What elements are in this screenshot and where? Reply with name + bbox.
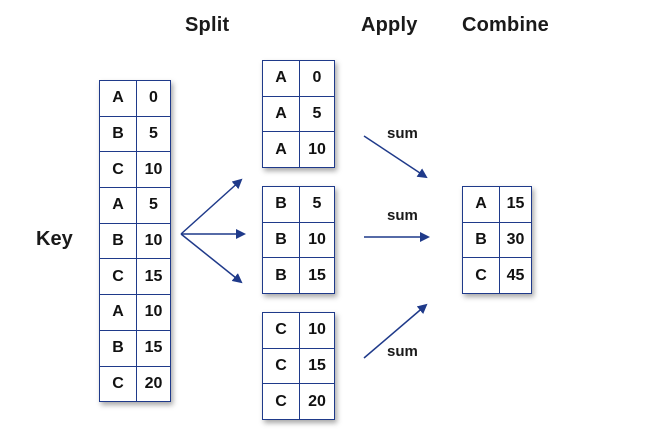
combine-heading: Combine: [462, 14, 549, 36]
value-cell: 20: [144, 374, 163, 392]
split-heading: Split: [185, 14, 230, 36]
key-cell: B: [263, 222, 300, 258]
value-cell: 5: [312, 195, 322, 213]
value-cell: 0: [149, 89, 158, 107]
key-cell: C: [263, 313, 300, 348]
value-cell: 10: [308, 140, 326, 158]
value-cell: 30: [506, 231, 525, 249]
table-row: C 15: [100, 258, 170, 295]
value-cell: 5: [312, 105, 322, 123]
value-cell: 10: [144, 160, 163, 178]
value-cell: 45: [506, 266, 525, 284]
sum-label-a: sum: [387, 125, 418, 142]
sum-label-b: sum: [387, 207, 418, 224]
table-row: A 15: [463, 187, 531, 222]
group-c-table: C 10 C 15 C 20: [262, 312, 335, 421]
split-arrow-c: [180, 233, 243, 284]
value-cell: 0: [312, 69, 322, 87]
value-cell: 10: [308, 231, 326, 249]
value-cell: 10: [144, 232, 163, 250]
value-cell: 5: [149, 125, 158, 143]
table-row: C 15: [263, 347, 334, 384]
apply-heading: Apply: [361, 14, 418, 36]
table-row: B 30: [463, 221, 531, 258]
result-table: A 15 B 30 C 45: [462, 186, 532, 295]
table-row: A 10: [263, 131, 334, 168]
table-row: C 45: [463, 257, 531, 294]
key-cell: B: [100, 223, 137, 259]
key-cell: B: [263, 187, 300, 222]
key-cell: B: [463, 222, 500, 258]
key-cell: C: [100, 259, 137, 295]
value-cell: 10: [308, 321, 326, 339]
table-row: C 10: [263, 313, 334, 348]
table-row: A 10: [100, 294, 170, 330]
value-cell: 15: [144, 267, 163, 285]
table-row: C 10: [100, 151, 170, 188]
key-cell: C: [263, 384, 300, 420]
table-row: B 15: [100, 329, 170, 366]
key-cell: B: [100, 330, 137, 366]
value-cell: 15: [308, 266, 326, 284]
table-row: B 15: [263, 257, 334, 294]
value-cell: 15: [144, 339, 163, 357]
key-cell: C: [463, 258, 500, 294]
key-cell: A: [263, 132, 300, 168]
key-cell: A: [100, 295, 137, 330]
key-cell: C: [100, 152, 137, 188]
key-cell: A: [100, 81, 137, 116]
value-cell: 15: [308, 357, 326, 375]
table-row: B 10: [100, 222, 170, 259]
key-cell: A: [100, 188, 137, 223]
table-row: C 20: [263, 383, 334, 420]
key-cell: B: [263, 258, 300, 294]
key-cell: C: [100, 366, 137, 402]
value-cell: 15: [506, 195, 525, 213]
split-arrow-a: [180, 178, 243, 235]
key-cell: A: [463, 187, 500, 222]
value-cell: 20: [308, 392, 326, 410]
apply-arrow-a: [363, 135, 428, 179]
key-cell: B: [100, 116, 137, 152]
key-cell: A: [263, 61, 300, 96]
key-label: Key: [36, 228, 73, 250]
table-row: B 10: [263, 221, 334, 258]
sum-label-c: sum: [387, 343, 418, 360]
table-row: C 20: [100, 365, 170, 402]
key-cell: A: [263, 96, 300, 132]
value-cell: 10: [144, 303, 163, 321]
apply-arrow-c: [363, 303, 428, 359]
value-cell: 5: [149, 196, 158, 214]
key-cell: C: [263, 348, 300, 384]
